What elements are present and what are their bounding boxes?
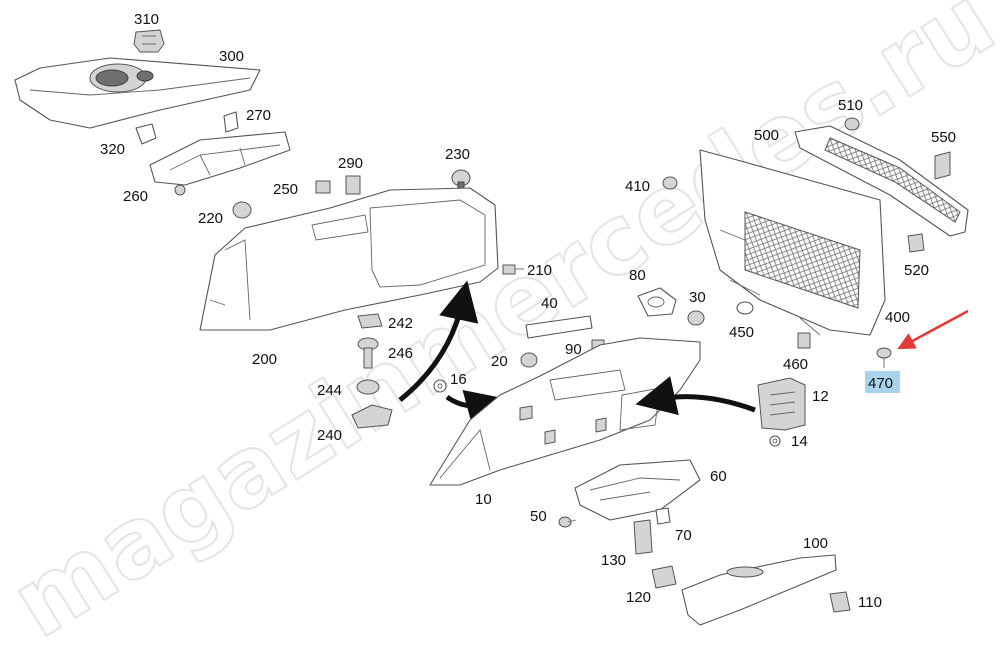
callout-410[interactable]: 410 bbox=[625, 178, 650, 195]
callout-520[interactable]: 520 bbox=[904, 262, 929, 279]
part-210-screw[interactable] bbox=[502, 264, 524, 275]
part-50-screw[interactable] bbox=[558, 516, 577, 528]
callout-20[interactable]: 20 bbox=[491, 353, 508, 370]
callout-550[interactable]: 550 bbox=[931, 129, 956, 146]
callout-90[interactable]: 90 bbox=[565, 341, 582, 358]
part-520-clip[interactable] bbox=[907, 233, 925, 253]
part-470-screw[interactable] bbox=[876, 347, 892, 368]
callout-10[interactable]: 10 bbox=[475, 491, 492, 508]
callout-80[interactable]: 80 bbox=[629, 267, 646, 284]
part-14-nut[interactable] bbox=[769, 435, 781, 447]
part-100-lower-trim[interactable] bbox=[681, 554, 837, 626]
part-250-clip[interactable] bbox=[315, 180, 331, 194]
part-270-bracket[interactable] bbox=[223, 111, 239, 133]
callout-14[interactable]: 14 bbox=[791, 433, 808, 450]
callout-230[interactable]: 230 bbox=[445, 146, 470, 163]
callout-250[interactable]: 250 bbox=[273, 181, 298, 198]
callout-220[interactable]: 220 bbox=[198, 210, 223, 227]
part-460-clip[interactable] bbox=[797, 332, 811, 349]
assembly-arrow-1 bbox=[398, 280, 479, 402]
callout-320[interactable]: 320 bbox=[100, 141, 125, 158]
part-40-strip[interactable] bbox=[525, 315, 593, 339]
part-240-bracket[interactable] bbox=[351, 404, 393, 429]
callout-450[interactable]: 450 bbox=[729, 324, 754, 341]
callout-260[interactable]: 260 bbox=[123, 188, 148, 205]
callout-200[interactable]: 200 bbox=[252, 351, 277, 368]
callout-110[interactable]: 110 bbox=[858, 594, 882, 611]
assembly-arrow-3 bbox=[635, 376, 756, 416]
part-320-clip[interactable] bbox=[135, 123, 157, 145]
part-500-sill-strip[interactable] bbox=[794, 125, 969, 237]
callout-500[interactable]: 500 bbox=[754, 127, 779, 144]
part-244-cap[interactable] bbox=[356, 379, 380, 395]
part-260-frame[interactable] bbox=[149, 131, 291, 196]
callout-470[interactable]: 470 bbox=[868, 375, 893, 392]
part-130-pad[interactable] bbox=[633, 519, 653, 555]
part-60-bracket[interactable] bbox=[574, 459, 701, 521]
part-246-bolt[interactable] bbox=[357, 337, 379, 369]
part-500-tail-trim[interactable] bbox=[699, 149, 886, 336]
part-300-upper-trim[interactable] bbox=[14, 57, 261, 129]
callout-210[interactable]: 210 bbox=[527, 262, 552, 279]
callout-244[interactable]: 244 bbox=[317, 382, 342, 399]
part-450-clip[interactable] bbox=[736, 301, 754, 315]
part-290-clip[interactable] bbox=[345, 175, 361, 195]
part-550-clip[interactable] bbox=[934, 151, 951, 180]
part-16-nut[interactable] bbox=[433, 379, 447, 393]
callout-310[interactable]: 310 bbox=[134, 11, 159, 28]
red-pointer-arrow bbox=[897, 309, 969, 350]
callout-30[interactable]: 30 bbox=[689, 289, 706, 306]
part-510-clip[interactable] bbox=[844, 117, 860, 131]
assembly-arrow-2 bbox=[445, 389, 507, 429]
part-230-push-clip[interactable] bbox=[451, 169, 471, 191]
callout-246[interactable]: 246 bbox=[388, 345, 413, 362]
callout-240[interactable]: 240 bbox=[317, 427, 342, 444]
callout-400[interactable]: 400 bbox=[885, 309, 910, 326]
part-10-lower-trim[interactable] bbox=[429, 337, 701, 486]
callout-40[interactable]: 40 bbox=[541, 295, 558, 312]
part-110-clip[interactable] bbox=[829, 591, 851, 613]
part-30-clip[interactable] bbox=[687, 310, 705, 326]
callout-12[interactable]: 12 bbox=[812, 388, 829, 405]
part-20-clip[interactable] bbox=[520, 352, 538, 368]
part-310-clip[interactable] bbox=[133, 29, 165, 53]
part-200-side-trim[interactable] bbox=[199, 187, 499, 331]
part-410-clip[interactable] bbox=[662, 176, 678, 190]
callout-50[interactable]: 50 bbox=[530, 508, 547, 525]
callout-510[interactable]: 510 bbox=[838, 97, 863, 114]
part-220-clip[interactable] bbox=[232, 201, 252, 219]
callout-70[interactable]: 70 bbox=[675, 527, 692, 544]
part-120-clip[interactable] bbox=[651, 565, 677, 589]
part-80-latch[interactable] bbox=[637, 287, 677, 317]
callout-270[interactable]: 270 bbox=[246, 107, 271, 124]
part-242-cap[interactable] bbox=[357, 313, 383, 329]
callout-120[interactable]: 120 bbox=[626, 589, 651, 606]
highlight-470 bbox=[865, 371, 900, 393]
callout-130[interactable]: 130 bbox=[601, 552, 626, 569]
part-70-clip[interactable] bbox=[655, 507, 671, 525]
callout-16[interactable]: 16 bbox=[450, 371, 467, 388]
callout-242[interactable]: 242 bbox=[388, 315, 413, 332]
part-12-cover[interactable] bbox=[757, 377, 806, 431]
callout-290[interactable]: 290 bbox=[338, 155, 363, 172]
callout-300[interactable]: 300 bbox=[219, 48, 244, 65]
callout-60[interactable]: 60 bbox=[710, 468, 727, 485]
callout-100[interactable]: 100 bbox=[803, 535, 828, 552]
callout-460[interactable]: 460 bbox=[783, 356, 808, 373]
